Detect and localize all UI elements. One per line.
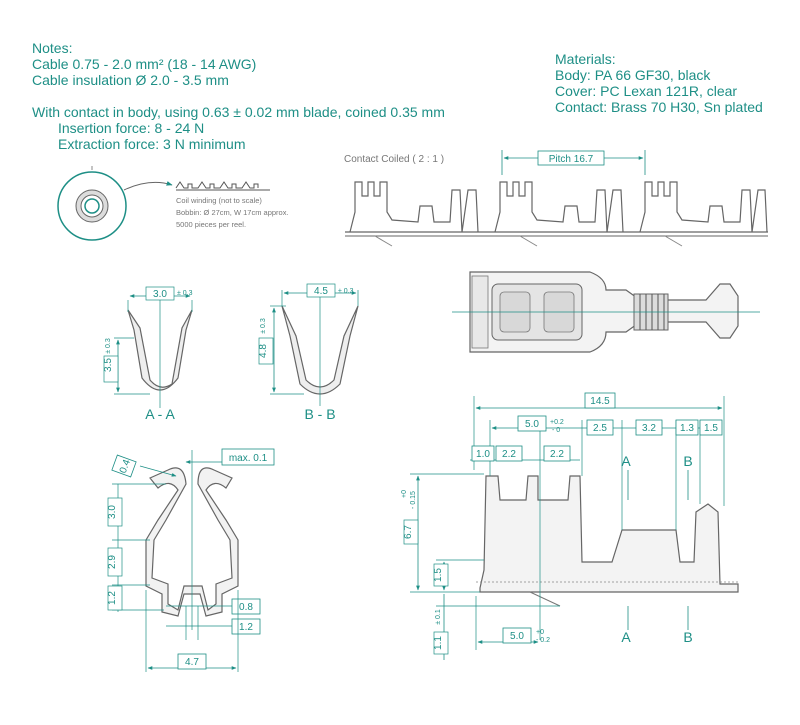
front-view-shape <box>145 467 239 617</box>
side-d11-tol: ± 0.1 <box>435 609 442 625</box>
materials-title: Materials: <box>555 51 616 67</box>
reel-note-3: 5000 pieces per reel. <box>176 220 246 229</box>
side-d11: 1.1 <box>433 636 444 650</box>
notes-block: Notes: Cable 0.75 - 2.0 mm² (18 - 14 AWG… <box>32 40 512 152</box>
aa-height-tol: ± 0.3 <box>105 338 112 354</box>
front-dim-08: 0.8 <box>239 602 253 613</box>
top-view <box>452 271 760 353</box>
side-d67: 6.7 <box>403 525 414 539</box>
side-d25: 2.5 <box>593 423 607 434</box>
strip-contact-2 <box>494 181 624 233</box>
reel-note-2: Bobbin: Ø 27cm, W 17cm approx. <box>176 208 289 217</box>
side-d50-tol-dn: - 0 <box>552 427 560 434</box>
side-d50: 5.0 <box>525 419 539 430</box>
notes-title: Notes: <box>32 40 73 56</box>
max-gap-label: max. 0.1 <box>229 453 268 464</box>
bb-width: 4.5 <box>314 286 328 297</box>
front-dim-30: 3.0 <box>107 505 118 519</box>
side-d50b-tol-dn: - 0.2 <box>536 637 550 644</box>
section-marker-a: A <box>621 453 631 469</box>
side-d32: 3.2 <box>642 423 656 434</box>
front-dim-47: 4.7 <box>185 657 199 668</box>
bb-label: B - B <box>304 406 335 422</box>
strip-contact-1 <box>349 181 479 233</box>
aa-width-tol: ± 0.3 <box>177 290 193 297</box>
reel-outer <box>57 171 127 241</box>
aa-width: 3.0 <box>153 289 167 300</box>
bb-height-tol: ± 0.3 <box>260 318 267 334</box>
coiled-strip: Contact Coiled ( 2 : 1 ) Pitch 16.7 <box>344 150 768 247</box>
bb-width-tol: ± 0.3 <box>338 288 354 295</box>
notes-insertion-force: Insertion force: 8 - 24 N <box>58 120 205 136</box>
materials-cover: Cover: PC Lexan 121R, clear <box>555 83 738 99</box>
side-d13: 1.3 <box>680 423 694 434</box>
aa-height: 3.5 <box>103 358 114 372</box>
front-dim-04: 0.4 <box>118 458 133 475</box>
aa-label: A - A <box>145 406 175 422</box>
side-d67-tol-dn: - 0.15 <box>410 491 417 509</box>
section-marker-b2: B <box>683 629 692 645</box>
side-d50-tol-up: +0.2 <box>550 419 564 426</box>
side-d22a: 2.2 <box>502 449 516 460</box>
side-d50b: 5.0 <box>510 631 524 642</box>
bb-height: 4.8 <box>258 344 269 358</box>
section-marker-b: B <box>683 453 692 469</box>
reel-arrow <box>123 181 173 191</box>
side-view-shape <box>479 475 739 593</box>
side-overall: 14.5 <box>590 396 610 407</box>
side-d67-tol-up: +0 <box>401 490 408 498</box>
materials-contact: Contact: Brass 70 H30, Sn plated <box>555 99 763 115</box>
front-dim-12: 1.2 <box>107 591 118 605</box>
reel-note-1: Coil winding (not to scale) <box>176 196 262 205</box>
section-b-b: 4.5 ± 0.3 4.8 ± 0.3 B - B <box>258 283 359 422</box>
notes-cable-size: Cable 0.75 - 2.0 mm² (18 - 14 AWG) <box>32 56 257 72</box>
coiled-title: Contact Coiled ( 2 : 1 ) <box>344 154 444 165</box>
front-view: max. 0.1 0.4 3.0 2.9 1.2 0.8 1.2 4.7 <box>107 448 275 672</box>
materials-block: Materials: Body: PA 66 GF30, black Cover… <box>555 51 795 115</box>
strip-contact-3 <box>639 181 768 233</box>
front-dim-29: 2.9 <box>107 555 118 569</box>
section-a-a: 3.0 ± 0.3 3.5 ± 0.3 A - A <box>103 286 193 422</box>
side-view: 14.5 5.0 +0.2 - 0 2.5 3.2 1.3 1.5 1.0 2.… <box>401 392 740 660</box>
side-d10: 1.0 <box>476 449 490 460</box>
side-d22b: 2.2 <box>550 449 564 460</box>
notes-contact-line: With contact in body, using 0.63 ± 0.02 … <box>32 104 445 120</box>
notes-extraction-force: Extraction force: 3 N minimum <box>58 136 246 152</box>
pitch-label: Pitch 16.7 <box>549 154 594 165</box>
front-dim-12b: 1.2 <box>239 622 253 633</box>
side-d15r: 1.5 <box>704 423 718 434</box>
strip-icon <box>175 181 259 189</box>
side-d15: 1.5 <box>433 568 444 582</box>
reel-illustration: Coil winding (not to scale) Bobbin: Ø 27… <box>57 166 289 241</box>
side-d50b-tol-up: +0 <box>536 629 544 636</box>
notes-cable-insulation: Cable insulation Ø 2.0 - 3.5 mm <box>32 72 229 88</box>
section-marker-a2: A <box>621 629 631 645</box>
materials-body: Body: PA 66 GF30, black <box>555 67 711 83</box>
